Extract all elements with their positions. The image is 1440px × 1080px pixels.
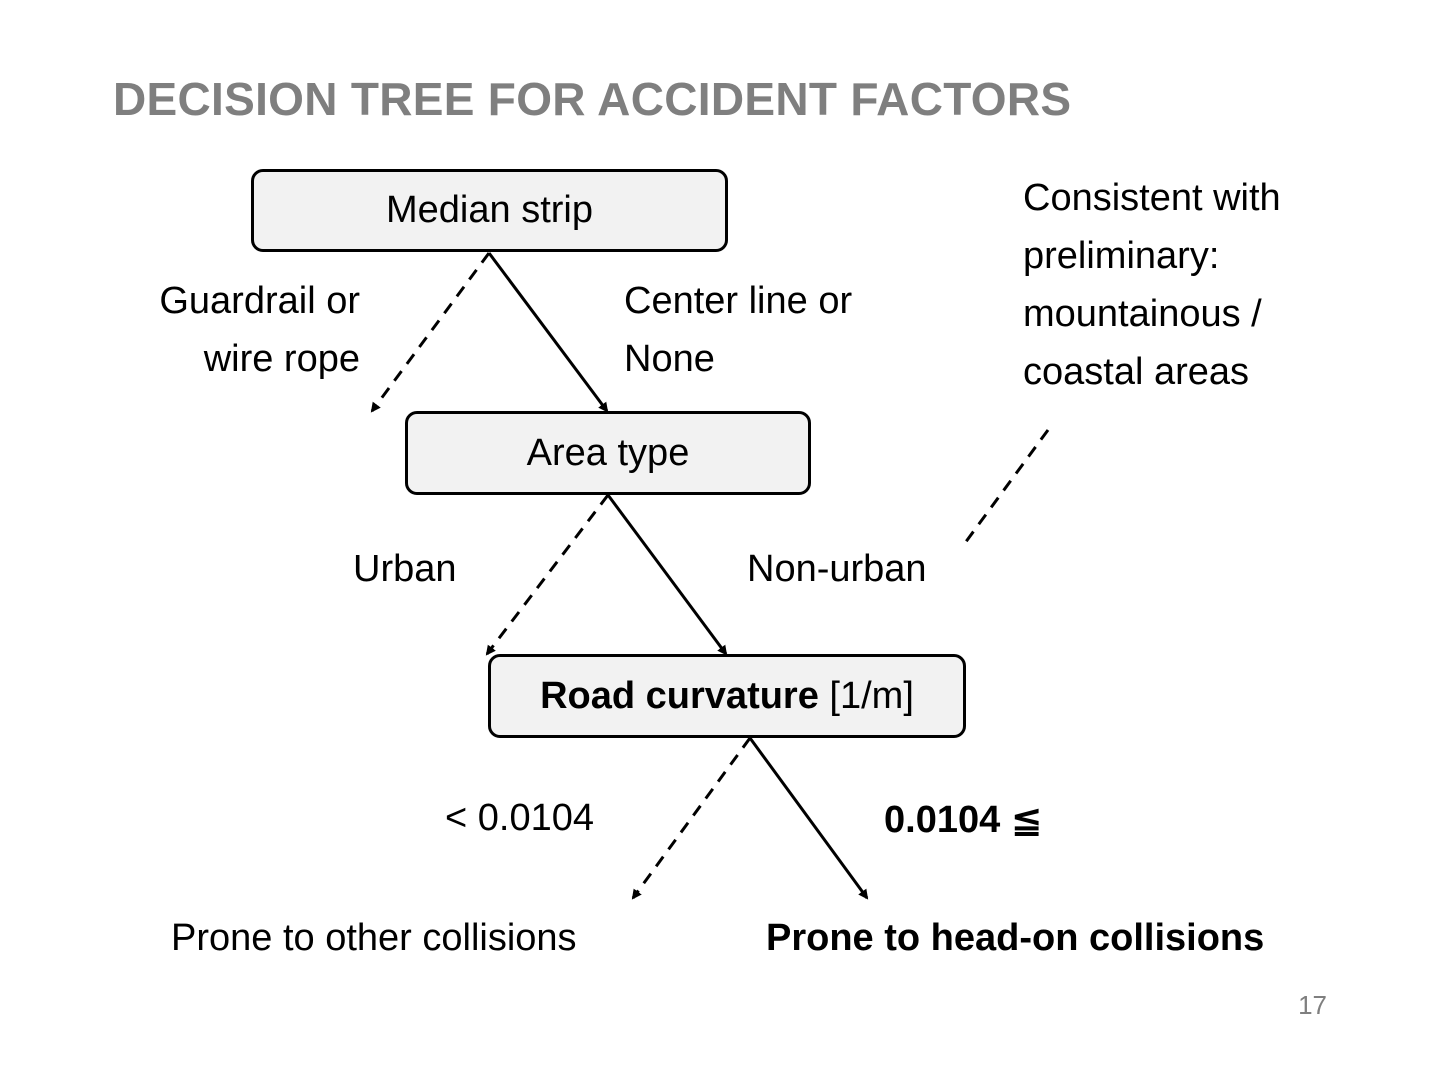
side-note-line-1: Consistent with	[1023, 177, 1281, 219]
side-note: Consistent with preliminary: mountainous…	[1023, 169, 1281, 401]
area-right-branch-label: Non-urban	[747, 548, 927, 590]
road-curvature-label: Road curvature	[540, 674, 819, 717]
page-title: DECISION TREE FOR ACCIDENT FACTORS	[113, 73, 1072, 125]
median-left-branch-line-2: wire rope	[203, 338, 360, 380]
curvature-right-branch-arrow	[748, 737, 869, 900]
outcome-other-collisions: Prone to other collisions	[171, 917, 577, 959]
area-type-node: Area type	[405, 411, 811, 495]
road-curvature-unit: [1/m]	[829, 674, 914, 717]
median-left-branch-arrow	[370, 252, 491, 413]
area-right-branch-arrow	[606, 494, 728, 656]
side-note-line-2: preliminary:	[1023, 235, 1220, 277]
side-note-line-3: mountainous /	[1023, 293, 1262, 335]
median-right-branch-label: Center line or None	[624, 272, 852, 388]
median-left-branch-label: Guardrail or wire rope	[159, 272, 360, 388]
area-left-branch-label: Urban	[353, 548, 457, 590]
median-strip-node: Median strip	[251, 169, 728, 252]
curvature-left-branch-label: < 0.0104	[445, 797, 594, 839]
area-type-label: Area type	[526, 431, 690, 474]
area-left-branch-arrow	[485, 494, 610, 656]
median-right-branch-line-2: None	[624, 338, 715, 380]
median-left-branch-line-1: Guardrail or	[159, 280, 360, 322]
page-number: 17	[1298, 990, 1327, 1020]
median-right-branch-line-1: Center line or	[624, 280, 853, 322]
note-connector	[963, 429, 1050, 544]
median-strip-label: Median strip	[386, 189, 593, 231]
median-right-branch-arrow	[487, 252, 609, 413]
side-note-line-4: coastal areas	[1023, 351, 1250, 393]
outcome-head-on-collisions: Prone to head-on collisions	[766, 917, 1265, 959]
curvature-right-branch-label: 0.0104 ≦	[884, 799, 1043, 841]
road-curvature-node: Road curvature [1/m]	[488, 654, 966, 738]
curvature-left-branch-arrow	[631, 737, 752, 900]
